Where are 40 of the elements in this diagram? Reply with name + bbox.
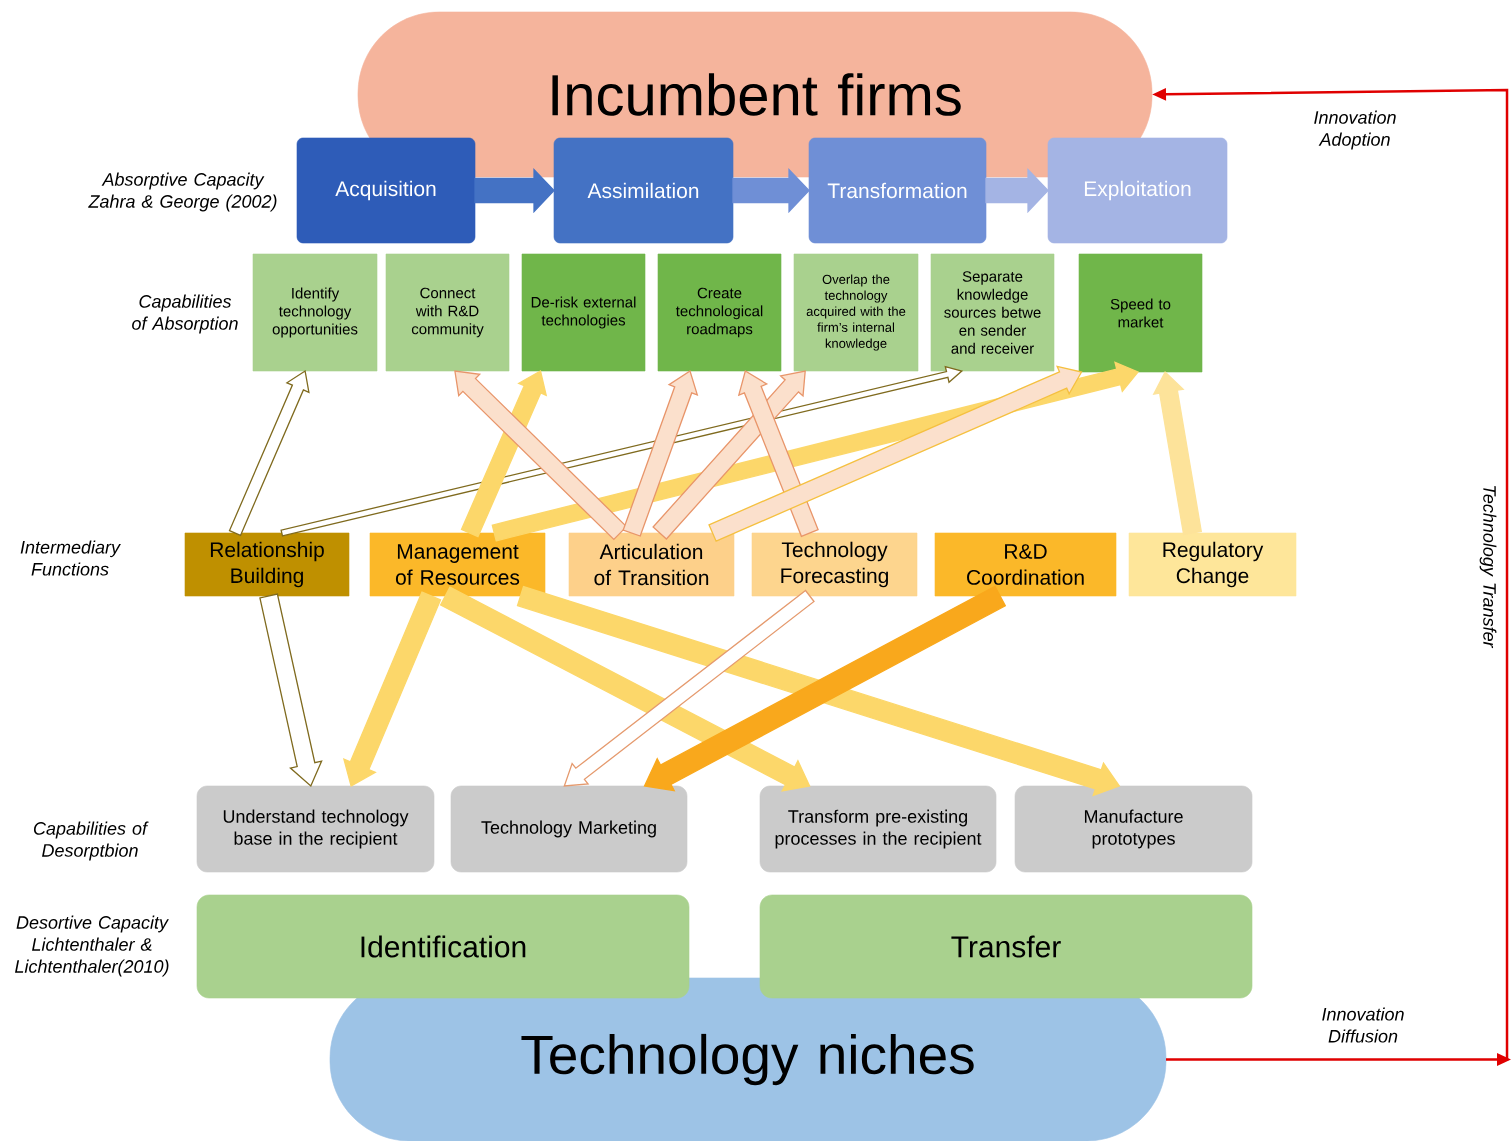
capability-box: Technology Marketing (450, 785, 688, 873)
capability-box: Manufacture prototypes (1014, 785, 1253, 873)
stage-box: Exploitation (1047, 137, 1228, 244)
capability-box: Separate knowledge sources betwe en sender and receiver (930, 253, 1055, 372)
block-arrow (228, 369, 310, 537)
function-box: Management of Resources (369, 532, 546, 597)
function-box: Articulation of Transition (568, 532, 735, 597)
side-label: Absorptive Capacity Zahra & George (2002) (88, 172, 277, 212)
block-arrow (652, 370, 806, 540)
function-box: R&D Coordination (934, 532, 1117, 597)
stage-box: Transformation (808, 137, 987, 244)
side-label: Technology Transfer (1479, 486, 1497, 649)
block-arrow (622, 370, 699, 537)
capability-box: Create technological roadmaps (657, 253, 782, 372)
capability-box: Identify technology opportunities (252, 253, 378, 372)
block-arrow (563, 589, 815, 787)
capability-box: De-risk external technologies (521, 253, 646, 372)
side-label: Capabilities of Desorptbion (33, 821, 149, 861)
side-label: Innovation Diffusion (1322, 1007, 1404, 1043)
capability-box: Speed to market (1078, 253, 1203, 373)
block-arrow (985, 167, 1049, 214)
block-arrow (732, 167, 810, 214)
capability-box: Transform pre-existing processes in the recipient (759, 785, 997, 873)
capacity-box: Transfer (759, 894, 1253, 999)
side-label: Intermediary Functions (20, 540, 121, 576)
function-box: Technology Forecasting (751, 532, 918, 597)
capability-box: Overlap the technology acquired with the firm’s internal knowledge (793, 253, 919, 372)
block-arrow (474, 167, 555, 214)
block-arrow (259, 593, 323, 788)
block-arrow (516, 585, 1121, 797)
capability-box: Understand technology base in the recipient (196, 785, 435, 873)
stage-box: Assimilation (553, 137, 734, 244)
capacity-box: Identification (196, 894, 690, 999)
side-label: Innovation Adoption (1314, 110, 1396, 150)
stage-box: Acquisition (296, 137, 476, 244)
function-box: Regulatory Change (1128, 532, 1297, 597)
side-label: Desortive Capacity Lichtenthaler & Lichtenthaler(2010) (15, 915, 169, 977)
function-box: Relationship Building (184, 532, 350, 597)
capability-box: Connect with R&D community (385, 253, 510, 372)
block-arrow (342, 591, 442, 787)
